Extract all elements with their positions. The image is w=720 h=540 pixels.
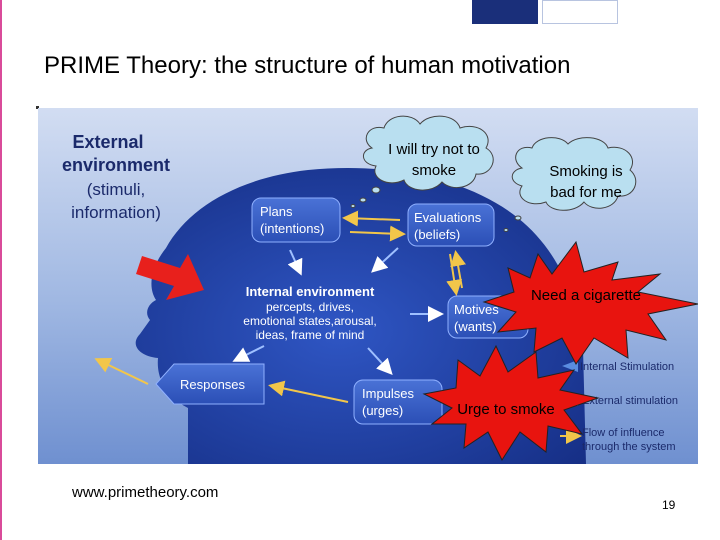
thought-1-line-2: smoke	[412, 162, 456, 179]
internal-arrow-impulses	[367, 347, 393, 375]
motives-sublabel: (wants)	[454, 319, 497, 334]
slide-left-rule	[0, 0, 2, 540]
burst-urge-to-smoke: Urge to smoke	[422, 344, 600, 462]
external-env-line-3: (stimuli,	[87, 180, 146, 199]
slide-title: PRIME Theory: the structure of human mot…	[44, 52, 571, 79]
external-env-line-2: environment	[62, 155, 170, 175]
external-env-line-1: External	[72, 132, 143, 152]
research-centre-logo	[542, 0, 618, 24]
burst-1-text: Need a cigarette	[531, 287, 641, 304]
prime-diagram-svg: External environment (stimuli, informati…	[38, 108, 698, 464]
page-number: 19	[662, 498, 676, 512]
internal-env-title: Internal environment	[246, 284, 375, 299]
legend-external-label: External stimulation	[582, 395, 678, 407]
evaluations-box: Evaluations (beliefs)	[407, 203, 495, 247]
thought-bubble-try-not: I will try not to smoke	[350, 115, 494, 208]
motives-label: Motives	[454, 302, 499, 317]
flow-arrow-motives-to-eval	[450, 250, 466, 289]
responses-box: Responses	[155, 363, 265, 405]
thought-2-line-2: bad for me	[550, 184, 622, 201]
legend-flow-line-2: through the system	[582, 441, 676, 453]
impulses-box: Impulses (urges)	[353, 379, 443, 425]
burst-need-cigarette: Need a cigarette	[482, 240, 698, 365]
flow-arrow-impulses-to-responses	[268, 380, 349, 403]
flow-arrow-eval-to-plans	[342, 210, 401, 227]
impulses-sublabel: (urges)	[362, 403, 403, 418]
legend-flow-line-1: Flow of influence	[582, 427, 665, 439]
internal-arrow-plans	[287, 249, 303, 276]
plans-box: Plans (intentions)	[251, 197, 341, 243]
thought-bubble-bad-for-me: Smoking is bad for me	[503, 137, 637, 232]
internal-environment: Internal environment percepts, drives, e…	[243, 284, 376, 342]
impulses-label: Impulses	[362, 386, 415, 401]
internal-env-line-1: percepts, drives,	[266, 300, 354, 314]
external-environment-label: External environment (stimuli, informati…	[62, 132, 170, 222]
ucl-logo	[622, 0, 720, 24]
cancer-research-logo	[472, 0, 538, 24]
flow-arrow-responses-out	[94, 357, 149, 385]
thought-2-line-1: Smoking is	[549, 163, 622, 180]
internal-arrow-responses	[232, 345, 265, 362]
evaluations-sublabel: (beliefs)	[414, 227, 460, 242]
title-marker	[36, 106, 39, 109]
plans-sublabel: (intentions)	[260, 221, 324, 236]
internal-arrows	[232, 247, 444, 375]
prime-diagram: External environment (stimuli, informati…	[38, 108, 698, 464]
header-logos	[472, 0, 720, 24]
internal-arrow-eval	[371, 247, 399, 273]
thought-1-line-1: I will try not to	[388, 141, 480, 158]
plans-label: Plans	[260, 204, 293, 219]
legend-internal-swatch	[562, 360, 578, 372]
burst-2-text: Urge to smoke	[457, 401, 555, 418]
external-env-line-4: information)	[71, 203, 161, 222]
responses-label: Responses	[180, 377, 246, 392]
external-input-arrow	[136, 254, 204, 300]
internal-env-line-2: emotional states,arousal,	[243, 314, 376, 328]
legend-internal-label: Internal Stimulation	[580, 361, 674, 373]
flow-arrow-plans-to-eval	[349, 225, 406, 242]
footer-url: www.primetheory.com	[72, 484, 219, 501]
internal-env-line-3: ideas, frame of mind	[256, 328, 365, 342]
evaluations-label: Evaluations	[414, 210, 482, 225]
